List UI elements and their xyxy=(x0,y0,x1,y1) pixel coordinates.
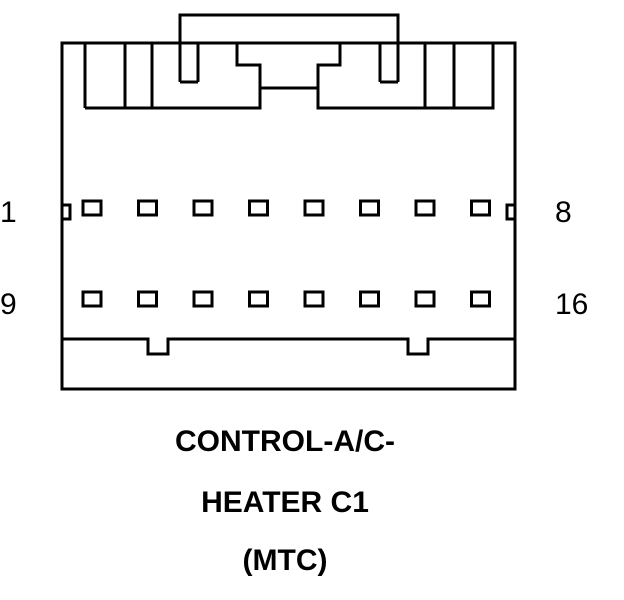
pin-cavity-9 xyxy=(81,290,103,308)
pin-label-16: 16 xyxy=(555,288,589,321)
pin-cavity-16 xyxy=(470,290,491,308)
pin-cavity-2 xyxy=(137,199,158,217)
pin-cavity-7 xyxy=(414,199,436,217)
pin-cavity-15 xyxy=(414,290,436,308)
connector-title-line-2: HEATER C1 xyxy=(201,486,369,519)
pin-cavity-1 xyxy=(81,199,103,217)
connector-housing xyxy=(60,41,517,391)
pin-cavity-12 xyxy=(248,290,269,308)
pin-cavity-6 xyxy=(359,199,380,217)
latch-inner-step xyxy=(196,41,382,90)
pin-cavity-13 xyxy=(303,290,325,308)
bottom-key-strip xyxy=(62,337,515,356)
pin-cavity-3 xyxy=(192,199,214,217)
connector-title-line-3: (MTC) xyxy=(242,544,328,577)
connector-face-diagram xyxy=(60,13,517,391)
latch-lower-edge xyxy=(83,43,495,110)
pin-cavity-5 xyxy=(303,199,325,217)
pin-row-top xyxy=(81,199,491,217)
pin-cavity-14 xyxy=(359,290,380,308)
pin-cavity-4 xyxy=(248,199,269,217)
pin-label-9: 9 xyxy=(0,288,17,321)
pin-cavity-10 xyxy=(137,290,158,308)
pin-cavity-11 xyxy=(192,290,214,308)
pin-cavity-8 xyxy=(470,199,491,217)
pin-row-bottom xyxy=(81,290,491,308)
pin-label-1: 1 xyxy=(0,196,17,229)
connector-title-line-1: CONTROL-A/C- xyxy=(175,425,395,458)
left-side-notch xyxy=(60,203,72,221)
pin-label-8: 8 xyxy=(555,196,572,229)
right-side-notch xyxy=(505,203,517,221)
locking-latch xyxy=(178,13,400,82)
